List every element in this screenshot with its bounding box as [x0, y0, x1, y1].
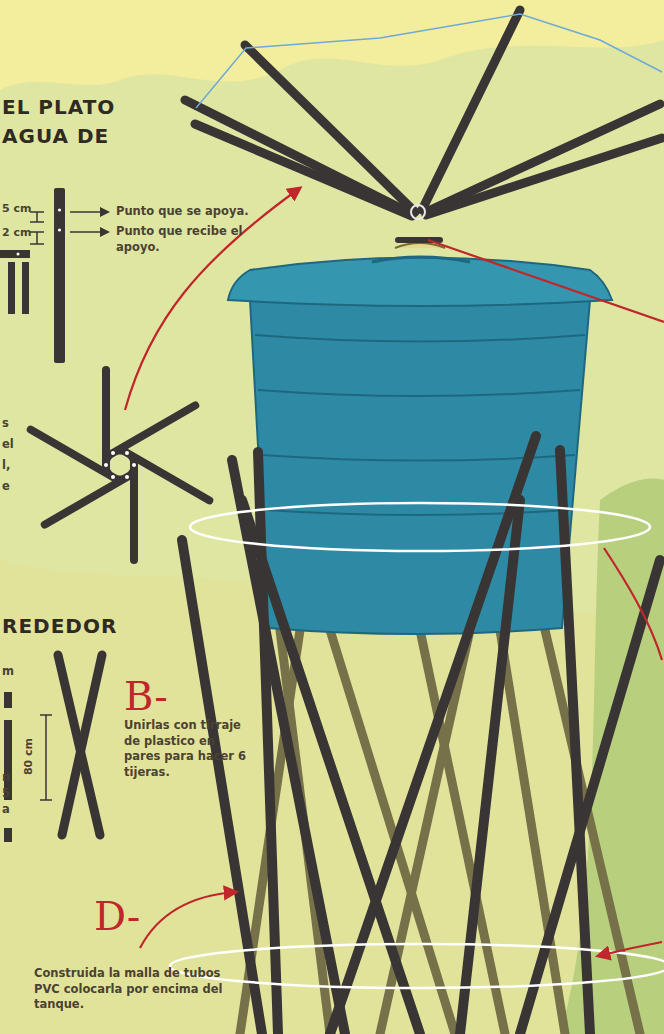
tie — [411, 205, 425, 219]
plate-tube — [122, 450, 209, 501]
fragment: m — [2, 664, 14, 680]
fragment: el — [2, 437, 14, 453]
fragment: l, — [2, 458, 10, 474]
step-letter: D- — [94, 896, 140, 936]
tie-point — [125, 451, 129, 455]
section-heading: EL PLATO — [2, 95, 115, 119]
note: Punto que recibe el apoyo. — [116, 224, 246, 255]
note: Construida la malla de tubos PVC colocar… — [34, 966, 224, 1013]
tube-detail — [0, 188, 110, 363]
top-band — [0, 0, 664, 90]
fragment: n — [2, 770, 10, 786]
tie-point — [125, 475, 129, 479]
leader-arrows — [125, 188, 664, 956]
tie-ring — [170, 944, 664, 988]
tie-point — [111, 451, 115, 455]
tie-ring — [190, 503, 650, 551]
tie-point — [111, 475, 115, 479]
note: Unirlas con tirraje de plastico en pares… — [124, 718, 252, 780]
note: Punto que se apoya. — [116, 204, 256, 220]
plate-tubes — [185, 10, 662, 216]
fragment: s — [2, 416, 9, 432]
fragment: a — [2, 802, 10, 818]
step-letter: B- — [124, 676, 168, 716]
section-heading: REDEDOR — [2, 614, 117, 638]
scissor-pair — [4, 655, 102, 842]
hexagon-star — [31, 370, 210, 560]
section-heading: AGUA DE — [2, 124, 109, 148]
dimension: 5 cm — [2, 202, 31, 215]
fragment: e — [2, 479, 10, 495]
water-tank — [228, 240, 612, 634]
tie-point — [104, 463, 108, 467]
string — [196, 14, 662, 108]
fragment: 5 — [2, 786, 10, 802]
hexagon-tie — [106, 453, 134, 477]
tie-point — [132, 463, 136, 467]
dimension: 80 cm — [22, 738, 35, 775]
dimension: 2 cm — [2, 226, 31, 239]
